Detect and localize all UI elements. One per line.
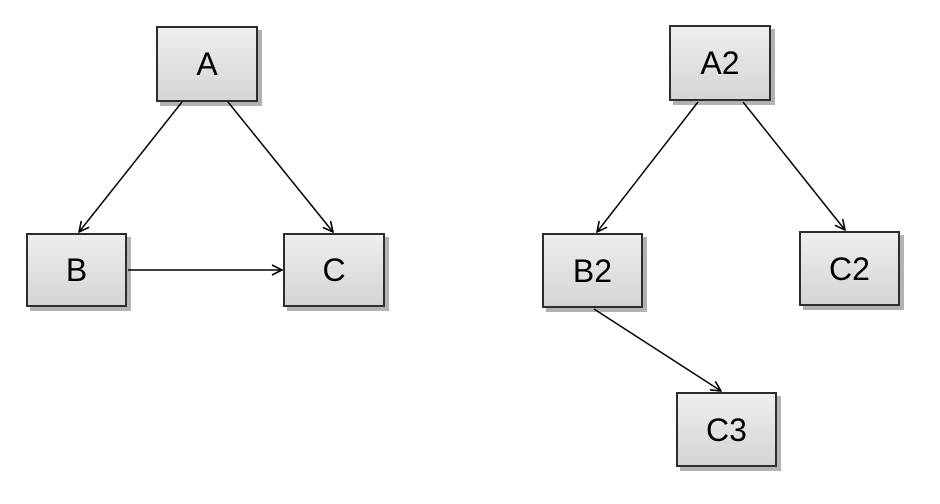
node-A[interactable]: A bbox=[156, 26, 258, 102]
node-C[interactable]: C bbox=[283, 233, 385, 307]
edge-A-B[interactable] bbox=[79, 101, 183, 232]
node-A2[interactable]: A2 bbox=[669, 25, 771, 101]
edge-A2-C2[interactable] bbox=[742, 101, 845, 230]
node-label: B bbox=[65, 252, 88, 288]
edge-B2-C3[interactable] bbox=[593, 308, 721, 391]
node-label: B2 bbox=[572, 252, 613, 289]
node-label: A2 bbox=[700, 45, 740, 81]
node-B[interactable]: B bbox=[26, 233, 127, 307]
node-label: C bbox=[322, 252, 346, 288]
node-label: C2 bbox=[829, 250, 870, 287]
node-label: C3 bbox=[706, 411, 747, 448]
edge-A2-B2[interactable] bbox=[597, 101, 699, 232]
edge-A-C[interactable] bbox=[227, 101, 333, 232]
node-C2[interactable]: C2 bbox=[799, 231, 900, 306]
node-label: A bbox=[196, 46, 218, 82]
node-C3[interactable]: C3 bbox=[676, 392, 777, 467]
node-B2[interactable]: B2 bbox=[542, 233, 643, 308]
